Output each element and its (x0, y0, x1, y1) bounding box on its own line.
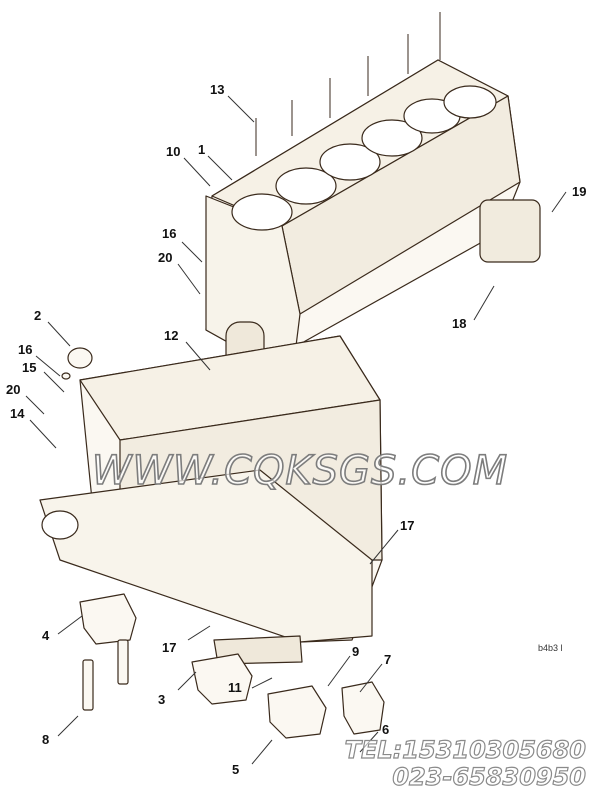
contact-phone: 023-65830950 (392, 762, 587, 791)
callout-20a: 20 (158, 250, 172, 265)
site-watermark: WWW.CQKSGS.COM (91, 447, 509, 495)
contact-tel: TEL:15310305680 (344, 735, 587, 764)
callout-13: 13 (210, 82, 224, 97)
figure-id: b4b3 l (538, 643, 563, 653)
head-studs (255, 12, 441, 156)
leader-lines (25, 95, 567, 765)
callout-19: 19 (572, 184, 586, 199)
callout-15: 15 (22, 360, 36, 375)
callout-3: 3 (158, 692, 165, 707)
callout-16b: 16 (18, 342, 32, 357)
callout-14: 14 (10, 406, 25, 421)
callout-20b: 20 (6, 382, 20, 397)
callout-labels: 13 10 1 16 20 19 18 2 16 15 20 14 12 17 … (6, 82, 586, 777)
cylinder-bores (231, 85, 497, 231)
cap-bolts (82, 639, 129, 711)
callout-17b: 17 (162, 640, 176, 655)
callout-10: 10 (166, 144, 180, 159)
callout-8: 8 (42, 732, 49, 747)
callout-18: 18 (452, 316, 466, 331)
callout-6: 6 (382, 722, 389, 737)
callout-9: 9 (352, 644, 359, 659)
callout-2: 2 (34, 308, 41, 323)
callout-12: 12 (164, 328, 178, 343)
front-seal (61, 347, 93, 380)
bearing-caps (79, 593, 385, 739)
callout-4: 4 (42, 628, 50, 643)
callout-17a: 17 (400, 518, 414, 533)
callout-16a: 16 (162, 226, 176, 241)
callout-1: 1 (198, 142, 205, 157)
callout-7: 7 (384, 652, 391, 667)
bearing-frame (39, 335, 383, 665)
callout-11: 11 (228, 680, 242, 695)
callout-5: 5 (232, 762, 239, 777)
